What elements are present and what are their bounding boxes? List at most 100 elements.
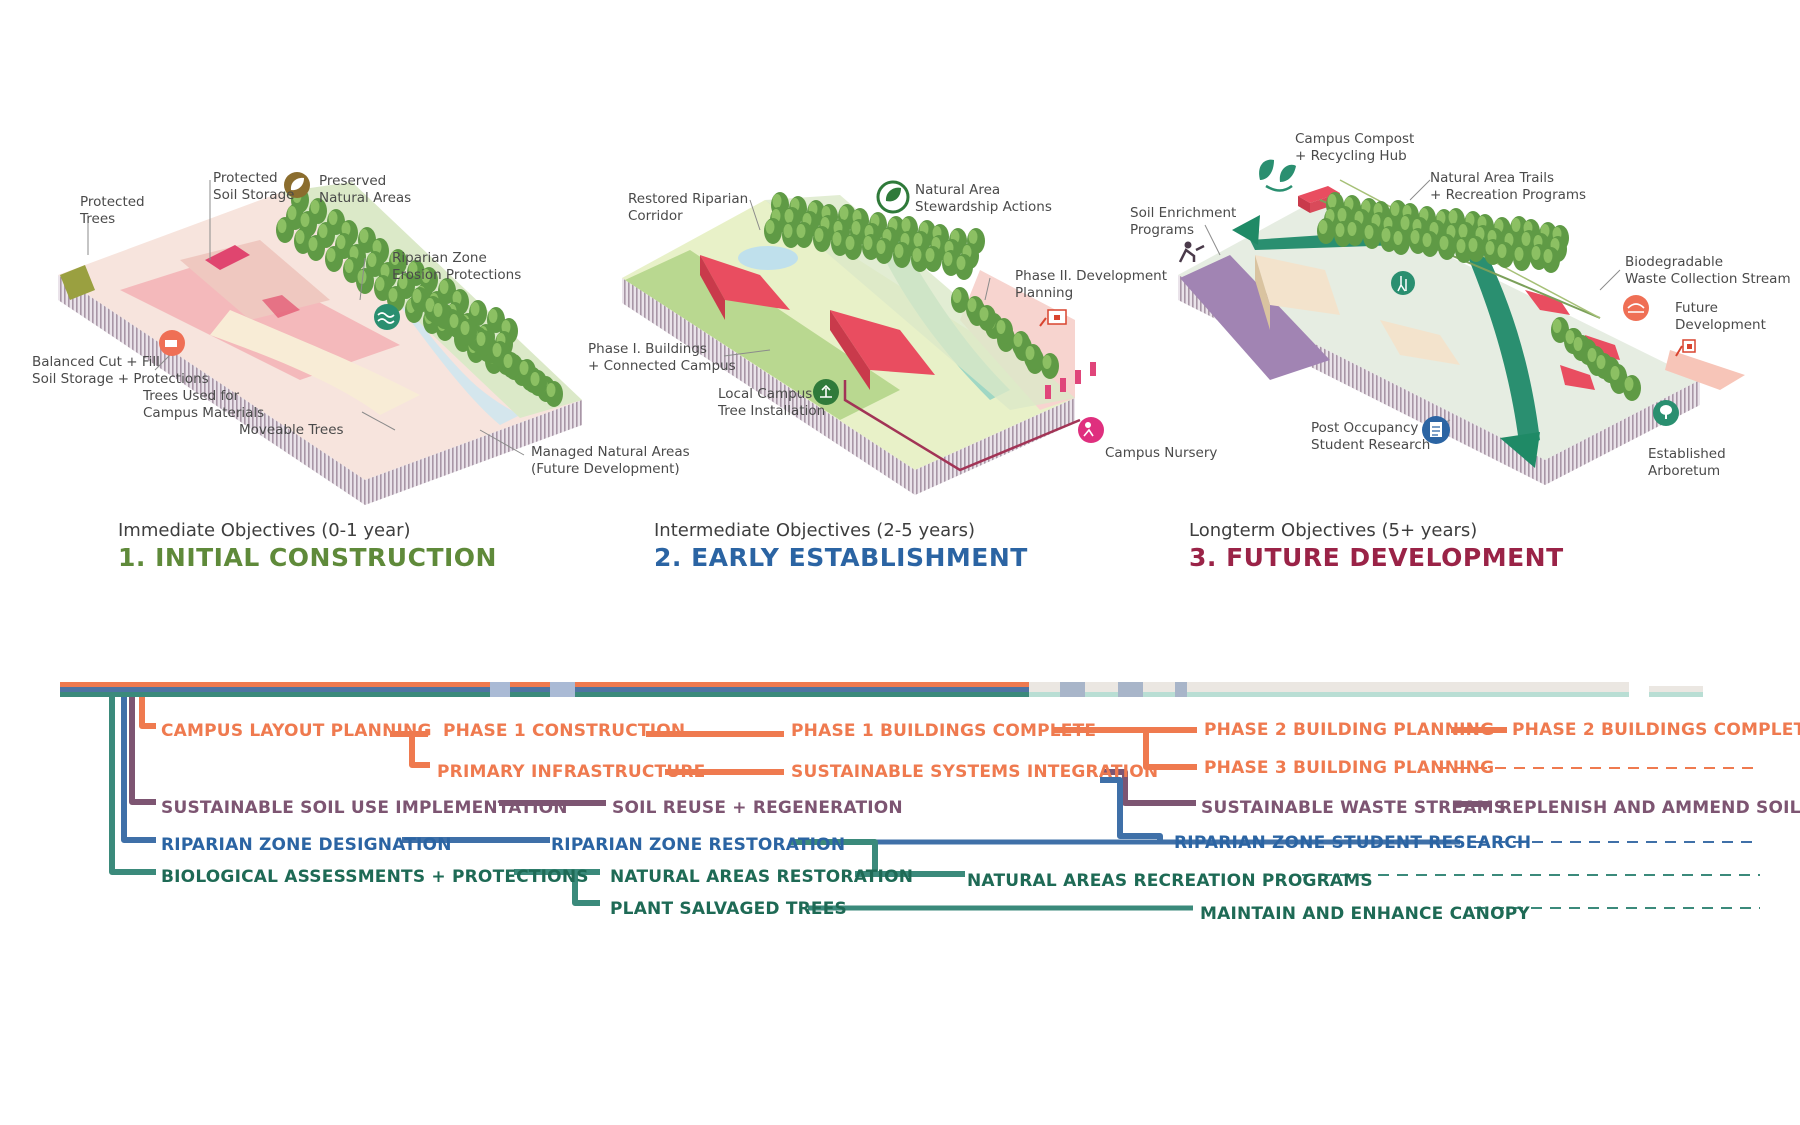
tree	[1496, 242, 1514, 268]
phase3-title: 3. FUTURE DEVELOPMENT	[1189, 543, 1564, 572]
waste-stream-icon	[1623, 295, 1649, 321]
tree	[545, 381, 563, 407]
tl-phase1-complete: PHASE 1 BUILDINGS COMPLETE	[791, 721, 1096, 741]
tl-primary-infra: PRIMARY INFRASTRUCTURE	[437, 762, 705, 782]
tl-waste-streams: SUSTAINABLE WASTE STREAMS	[1201, 798, 1506, 818]
tl-recreation: NATURAL AREAS RECREATION PROGRAMS	[967, 871, 1373, 891]
tl-phase2-complete: PHASE 2 BUILDINGS COMPLETE	[1512, 720, 1800, 740]
tree	[1438, 234, 1456, 260]
tl-riparian-designation: RIPARIAN ZONE DESIGNATION	[161, 835, 452, 855]
blue-connectors	[121, 697, 1760, 845]
tree	[795, 222, 813, 248]
purple-connectors	[129, 697, 1492, 807]
tree	[813, 226, 831, 252]
diagram-initial-construction	[58, 182, 582, 505]
tree-planting-icon	[813, 379, 839, 405]
tree	[764, 218, 782, 244]
tl-bio-assess: BIOLOGICAL ASSESSMENTS + PROTECTIONS	[161, 867, 589, 887]
tree	[1513, 245, 1531, 271]
tl-soil-reuse: SOIL REUSE + REGENERATION	[612, 798, 903, 818]
future-building-icon	[1675, 339, 1696, 357]
tl-replenish: REPLENISH AND AMMEND SOILS	[1499, 798, 1800, 818]
planning-board-icon	[1039, 309, 1067, 327]
tree	[978, 305, 996, 331]
tl-phase1-construction: PHASE 1 CONSTRUCTION	[443, 721, 685, 741]
tree	[502, 352, 520, 378]
tree	[1317, 218, 1335, 244]
tree	[307, 235, 325, 261]
tree	[844, 234, 862, 260]
tree-icon	[1653, 400, 1679, 426]
tl-soil-use: SUSTAINABLE SOIL USE IMPLEMENTATION	[161, 798, 568, 818]
tree	[475, 330, 493, 356]
hiker-icon	[1391, 271, 1415, 295]
tree	[875, 238, 893, 264]
tree	[995, 318, 1013, 344]
phase2-title: 2. EARLY ESTABLISHMENT	[654, 543, 1028, 572]
tree	[1041, 353, 1059, 379]
tl-plant-salvaged: PLANT SALVAGED TREES	[610, 899, 847, 919]
tree	[356, 268, 374, 294]
leaf-icon	[284, 172, 310, 198]
timeline: CAMPUS LAYOUT PLANNING PHASE 1 CONSTRUCT…	[60, 682, 1800, 924]
tree	[1542, 247, 1560, 273]
water-wave-icon	[374, 304, 400, 330]
leader-lines	[87, 179, 1621, 456]
label-managed: Managed Natural Areas(Future Development…	[531, 444, 690, 477]
tl-phase2-planning: PHASE 2 BUILDING PLANNING	[1204, 720, 1494, 740]
orange-connectors	[139, 697, 1760, 775]
timeline-bar-teal	[60, 692, 1029, 697]
tree	[459, 319, 477, 345]
excavator-icon	[159, 330, 185, 356]
phase3-subtitle: Longterm Objectives (5+ years)	[1189, 520, 1478, 541]
phase2-subtitle: Intermediate Objectives (2-5 years)	[654, 520, 976, 541]
tree	[1346, 220, 1364, 246]
tl-maintain-canopy: MAINTAIN AND ENHANCE CANOPY	[1200, 904, 1530, 924]
compost-leaves-icon	[1259, 159, 1296, 192]
diagram3-labels: Campus Compost+ Recycling Hub Natural Ar…	[1130, 131, 1791, 479]
tree	[1467, 236, 1485, 262]
nursery-rows	[1045, 362, 1096, 399]
tree	[1421, 231, 1439, 257]
tl-phase3-planning: PHASE 3 BUILDING PLANNING	[1204, 758, 1494, 778]
recycle-leaf-icon	[876, 180, 910, 214]
tree	[1363, 223, 1381, 249]
tree	[1392, 229, 1410, 255]
diagram-future-development	[1178, 179, 1745, 485]
nursery-worker-icon	[1078, 417, 1104, 443]
tree	[955, 254, 973, 280]
tree	[325, 246, 343, 272]
label-compost: Campus Compost+ Recycling Hub	[1295, 131, 1414, 164]
tl-natural-restoration: NATURAL AREAS RESTORATION	[610, 867, 913, 887]
tl-riparian-research: RIPARIAN ZONE STUDENT RESEARCH	[1174, 833, 1531, 853]
phase1-subtitle: Immediate Objectives (0-1 year)	[118, 520, 411, 541]
tree	[893, 242, 911, 268]
tree	[1623, 375, 1641, 401]
diagram-early-establishment	[622, 192, 1096, 495]
tl-riparian-restoration: RIPARIAN ZONE RESTORATION	[551, 835, 845, 855]
tl-sustainable-systems: SUSTAINABLE SYSTEMS INTEGRATION	[791, 762, 1158, 782]
timeline-bar-orange	[60, 682, 1029, 687]
label-phase1: Phase I. Buildings+ Connected Campus	[588, 341, 736, 374]
tree	[924, 246, 942, 272]
label-moveable: Moveable Trees	[239, 422, 344, 438]
label-nursery: Campus Nursery	[1105, 445, 1217, 461]
tl-campus-layout: CAMPUS LAYOUT PLANNING	[161, 721, 432, 741]
